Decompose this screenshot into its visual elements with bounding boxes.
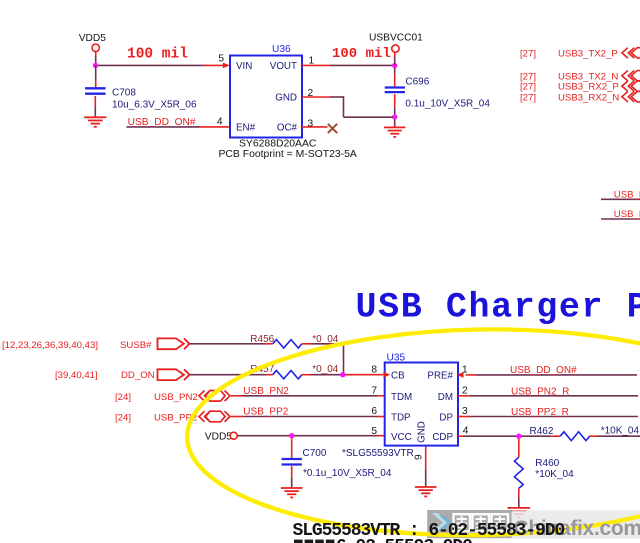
- svg-text:USB_PN2_R: USB_PN2_R: [614, 189, 640, 200]
- svg-text:[39,40,41]: [39,40,41]: [55, 370, 98, 381]
- svg-text:R460: R460: [535, 458, 559, 469]
- svg-text:USB_PP2: USB_PP2: [243, 407, 288, 418]
- svg-text:GND: GND: [417, 421, 428, 443]
- svg-text:R457: R457: [250, 364, 274, 375]
- svg-text:*SLG55593VTR: *SLG55593VTR: [342, 448, 414, 459]
- svg-text:SUSB#: SUSB#: [120, 340, 152, 351]
- svg-text:USB3_TX2_N: USB3_TX2_N: [558, 71, 618, 82]
- svg-text:USB_PN2: USB_PN2: [243, 386, 289, 397]
- svg-text:*10K_04: *10K_04: [535, 469, 574, 480]
- svg-text:[12,23,26,36,39,40,43]: [12,23,26,36,39,40,43]: [2, 340, 98, 351]
- svg-text:R462: R462: [530, 426, 554, 437]
- svg-text:DM: DM: [438, 392, 453, 403]
- svg-text:VIN: VIN: [236, 61, 252, 72]
- svg-text:1: 1: [462, 365, 468, 376]
- svg-text:DP: DP: [439, 413, 453, 424]
- svg-text:4: 4: [463, 426, 469, 437]
- svg-text:VDD5: VDD5: [205, 431, 233, 442]
- svg-text:7: 7: [371, 386, 377, 397]
- svg-text:SY6288D20AAC: SY6288D20AAC: [239, 139, 317, 150]
- svg-text:PCB Footprint = M-SOT23-5A: PCB Footprint = M-SOT23-5A: [219, 149, 357, 160]
- svg-text:100 mil: 100 mil: [127, 47, 188, 63]
- svg-text:USB_PP2: USB_PP2: [154, 412, 197, 423]
- svg-text:R456: R456: [250, 334, 274, 345]
- svg-text:C708: C708: [112, 87, 136, 98]
- svg-text:8: 8: [371, 365, 377, 376]
- svg-text:C700: C700: [303, 448, 327, 459]
- svg-text:*0_04: *0_04: [312, 334, 339, 345]
- svg-text:[27]: [27]: [520, 49, 536, 60]
- svg-text:0.1u_10V_X5R_04: 0.1u_10V_X5R_04: [405, 98, 490, 109]
- svg-text:4: 4: [217, 117, 223, 128]
- svg-text:EN#: EN#: [236, 122, 256, 133]
- svg-text:Chinafix.com: Chinafix.com: [514, 517, 640, 540]
- svg-text:[27]: [27]: [520, 92, 536, 103]
- svg-text:DD_ON: DD_ON: [121, 370, 155, 381]
- svg-text:CDP: CDP: [432, 432, 453, 443]
- svg-text:[24]: [24]: [115, 412, 131, 423]
- svg-text:C696: C696: [405, 76, 429, 87]
- svg-text:USB3_RX2_N: USB3_RX2_N: [558, 92, 619, 103]
- svg-text:CB: CB: [391, 371, 405, 382]
- svg-text:OC#: OC#: [277, 122, 298, 133]
- svg-text:10u_6.3V_X5R_06: 10u_6.3V_X5R_06: [112, 99, 197, 110]
- svg-text:USB3_RX2_P: USB3_RX2_P: [558, 82, 619, 93]
- svg-text:3: 3: [462, 406, 468, 417]
- svg-text:USB_PN2_R: USB_PN2_R: [511, 386, 569, 397]
- svg-text:9: 9: [414, 454, 425, 460]
- svg-text:*0_04: *0_04: [312, 364, 339, 375]
- svg-text:2: 2: [462, 386, 468, 397]
- svg-text:USB_DD_ON#: USB_DD_ON#: [128, 117, 196, 128]
- svg-text:6: 6: [371, 406, 377, 417]
- svg-text:USB_PP2_R: USB_PP2_R: [511, 407, 569, 418]
- svg-text:U36: U36: [272, 44, 291, 55]
- svg-text:VOUT: VOUT: [270, 61, 297, 72]
- svg-text:2: 2: [308, 88, 314, 99]
- svg-text:USB Charger Port: USB Charger Port: [356, 288, 640, 328]
- svg-text:3: 3: [308, 119, 314, 130]
- svg-text:TDM: TDM: [391, 392, 412, 403]
- svg-text:USB_DD_ON#: USB_DD_ON#: [510, 365, 577, 376]
- svg-text:VCC: VCC: [391, 432, 412, 443]
- svg-text:TDP: TDP: [391, 413, 411, 424]
- svg-text:*10K_04: *10K_04: [601, 425, 640, 436]
- svg-text:[24]: [24]: [115, 392, 131, 403]
- svg-text:U35: U35: [387, 353, 406, 364]
- svg-text:USBVCC01: USBVCC01: [369, 32, 423, 43]
- svg-text:5: 5: [218, 54, 224, 65]
- svg-text:GND: GND: [275, 92, 297, 103]
- svg-text:SLG55583VTR : 6-02-55583-9D0: SLG55583VTR : 6-02-55583-9D0: [293, 521, 565, 541]
- svg-text:[27]: [27]: [520, 71, 536, 82]
- svg-text:5: 5: [371, 426, 377, 437]
- svg-text:USB_PN2: USB_PN2: [154, 392, 198, 403]
- svg-text:1: 1: [309, 56, 315, 67]
- svg-text:*0.1u_10V_X5R_04: *0.1u_10V_X5R_04: [303, 468, 392, 479]
- svg-text:VDD5: VDD5: [79, 33, 107, 44]
- svg-text:100 mil: 100 mil: [332, 46, 391, 62]
- svg-text:[27]: [27]: [520, 82, 536, 93]
- svg-text:PRE#: PRE#: [427, 371, 453, 382]
- svg-text:USB3_TX2_P: USB3_TX2_P: [558, 49, 618, 60]
- svg-text:6.02-55593-9D0: 6.02-55593-9D0: [336, 537, 472, 543]
- svg-text:USB_PP2_R: USB_PP2_R: [614, 209, 640, 220]
